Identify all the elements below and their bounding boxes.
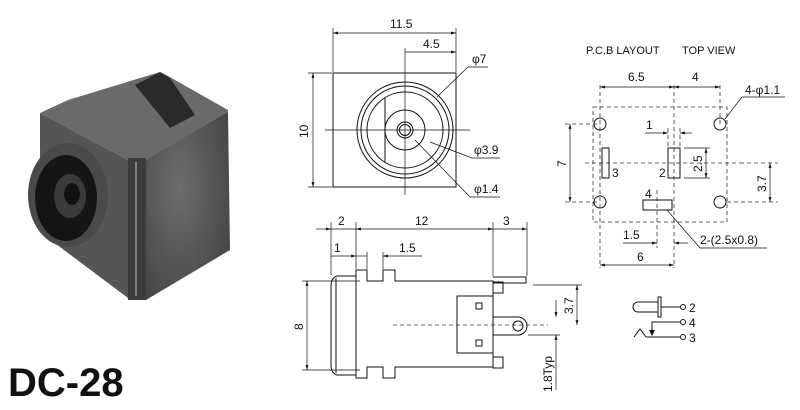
pin-2-label: 2: [689, 301, 696, 315]
dim-height: 10: [297, 124, 311, 138]
dim-pad-gap: 1: [646, 118, 653, 132]
pad-4: [642, 199, 673, 211]
pad-2: [667, 147, 681, 179]
dim-body: 12: [415, 214, 429, 228]
dim-typ: 1.8Typ: [541, 356, 555, 392]
dim-outer-diameter: φ7: [472, 52, 487, 66]
dim-a: 1: [334, 241, 341, 255]
pad-3: [601, 147, 610, 179]
mounting-holes: [593, 117, 727, 209]
front-view: 11.5 4.5 10 φ7 φ3.9 φ1.4: [297, 17, 500, 198]
pcb-title: P.C.B LAYOUT: [586, 45, 660, 57]
dim-pad-length: 2.5: [691, 155, 705, 172]
pad-label-2: 2: [659, 166, 666, 180]
dim-offset: 3.7: [562, 297, 576, 314]
dim-flange: 2: [338, 214, 345, 228]
dim-bottom: 6: [637, 250, 644, 264]
dim-offset: 3.7: [755, 175, 769, 192]
dim-b: 1.5: [399, 241, 416, 255]
pad-label-3: 3: [612, 166, 619, 180]
model-name: DC-28: [8, 361, 124, 405]
dim-vertical: 7: [555, 160, 569, 167]
pcb-view: TOP VIEW: [682, 45, 736, 57]
dim-height: 8: [292, 323, 306, 330]
pad-spec: 2-(2.5x0.8): [700, 233, 758, 247]
dim-small: 1.5: [623, 228, 640, 242]
dim-offset: 4.5: [423, 37, 440, 51]
dim-right: 4: [692, 70, 699, 84]
dim-tail: 3: [503, 214, 510, 228]
pin-schematic: 2 4 3: [632, 296, 696, 345]
pcb-layout: P.C.B LAYOUT TOP VIEW 3 2 4: [555, 45, 785, 268]
pin-3-label: 3: [689, 331, 696, 345]
pad-label-4: 4: [645, 187, 652, 201]
product-photo: [28, 72, 230, 300]
dim-mid-diameter: φ3.9: [474, 143, 499, 157]
hole-spec: 4-φ1.1: [745, 83, 780, 97]
dim-width: 11.5: [390, 17, 413, 31]
dim-pin-diameter: φ1.4: [474, 182, 499, 196]
pin-4-label: 4: [689, 316, 696, 330]
side-view: 2 12 3 1 1.5 8 3.7 1.8Typ: [292, 214, 582, 392]
dim-left: 6.5: [628, 70, 645, 84]
